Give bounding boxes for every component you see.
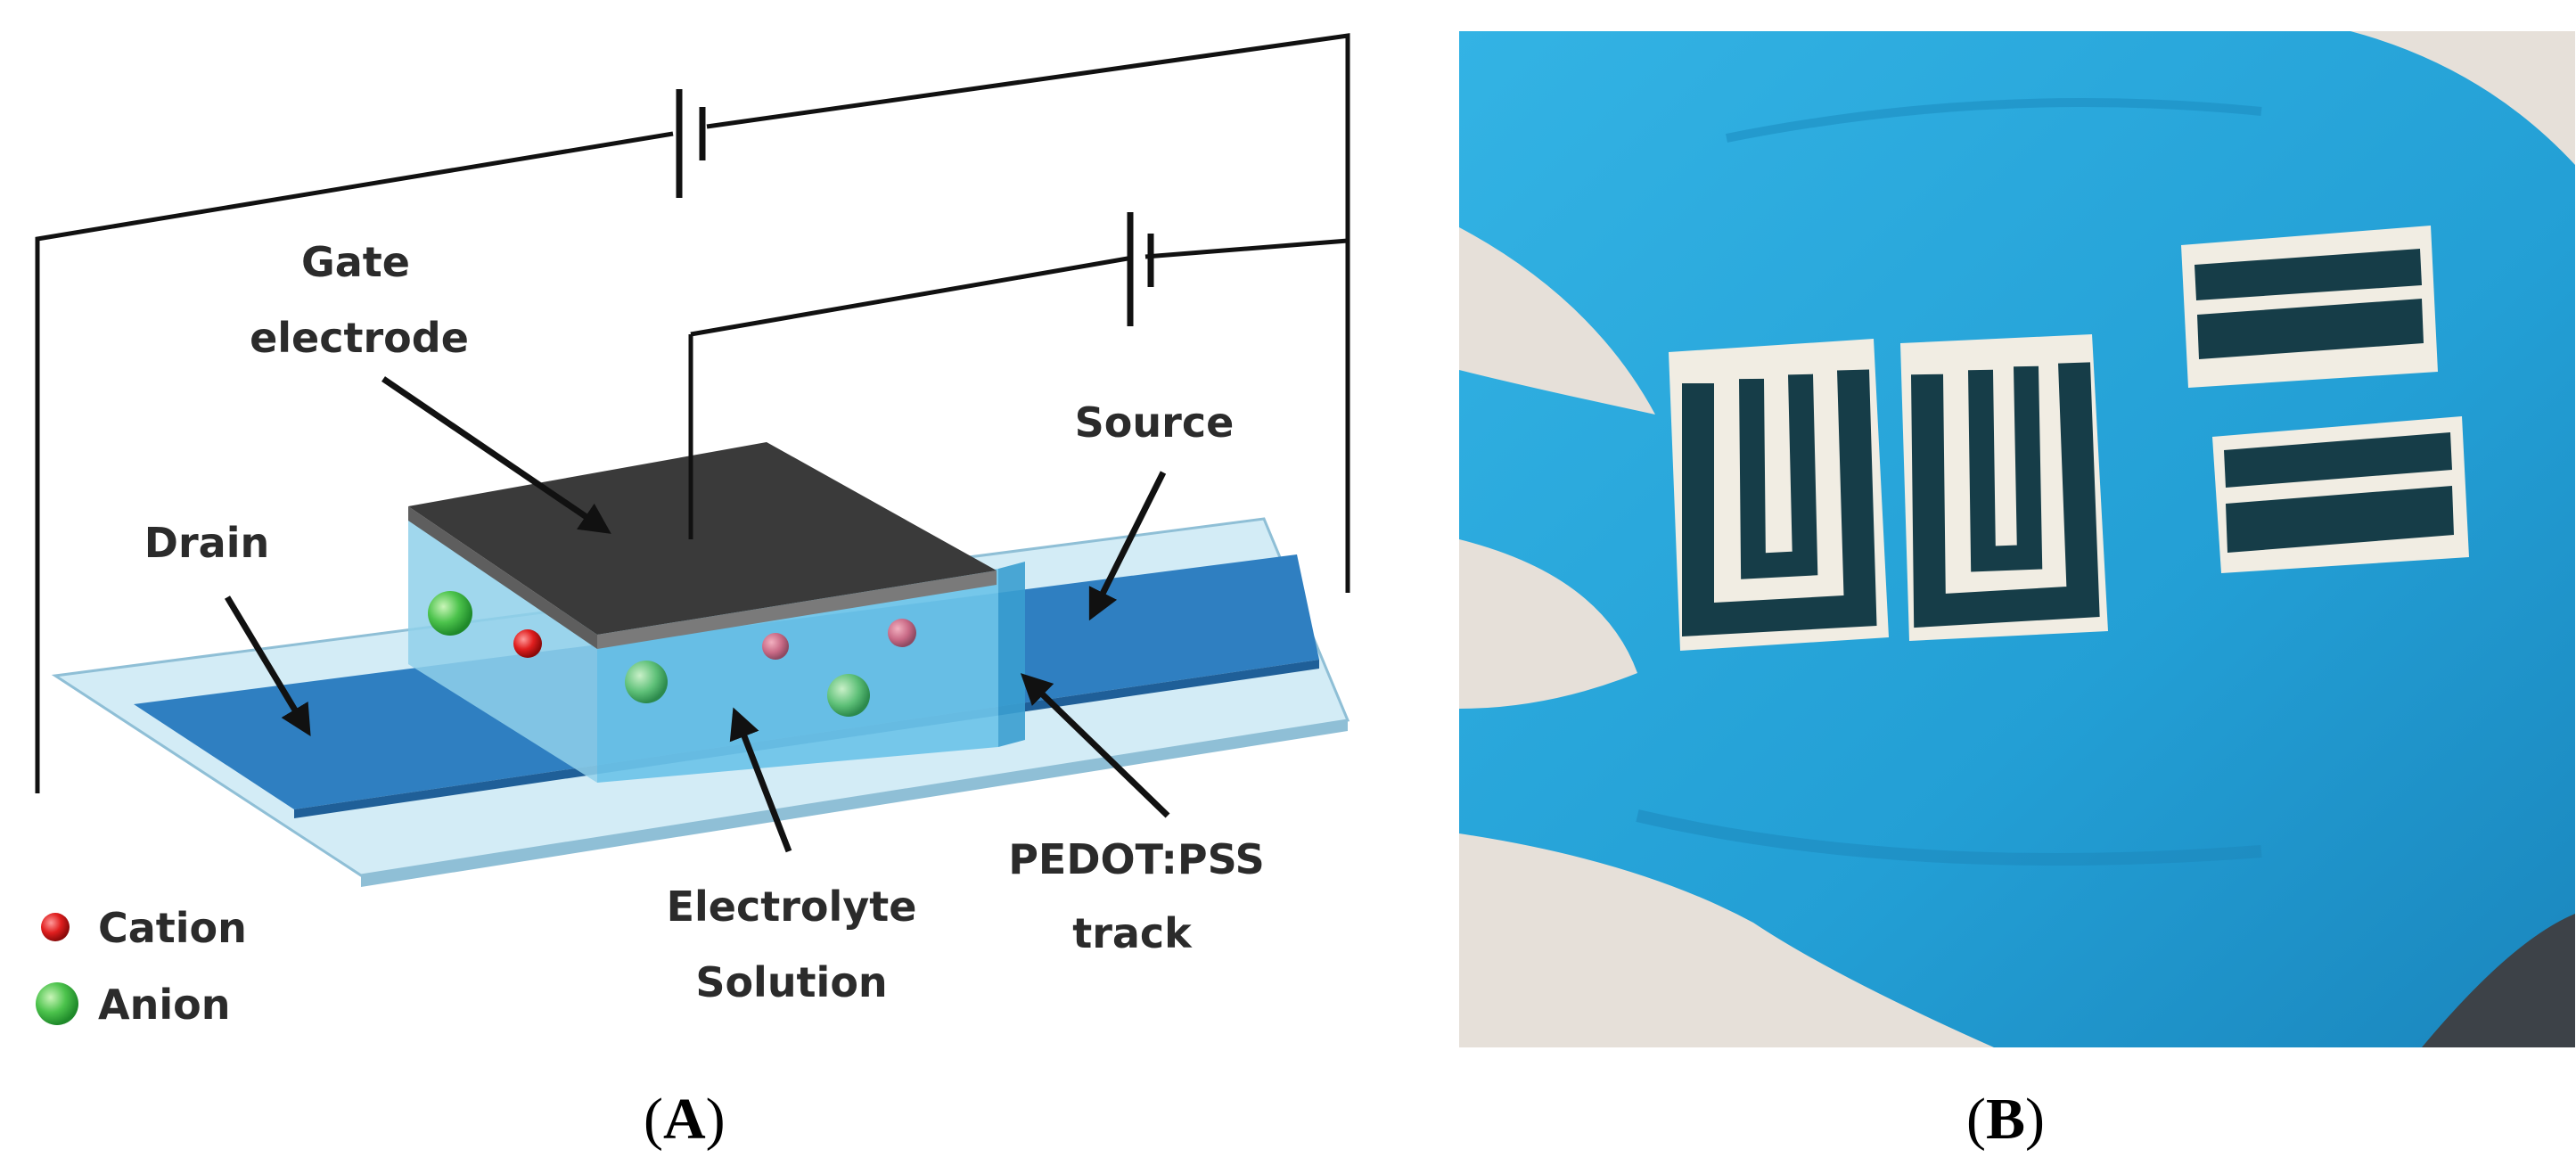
electrolyte-label-line2: Solution: [695, 958, 887, 1006]
glove-photo: [1459, 31, 2575, 1047]
legend-anion-dot: [36, 982, 78, 1025]
anion-ball: [827, 674, 870, 717]
textile-device-u1: [1669, 339, 1889, 651]
caption-b: (B): [1966, 1087, 2045, 1152]
cation-ball: [888, 619, 916, 647]
textile-device-stripes1: [2181, 226, 2438, 388]
cation-ball: [513, 629, 542, 658]
drain-label: Drain: [144, 519, 269, 567]
gate-electrode: [408, 442, 997, 649]
battery-second: [1127, 212, 1154, 326]
anion-ball: [428, 591, 472, 636]
gate-label-line2: electrode: [250, 314, 469, 362]
legend: Cation Anion: [36, 904, 247, 1029]
textile-device-u2: [1900, 334, 2108, 641]
anion-ball: [625, 661, 668, 703]
caption-a: (A): [644, 1087, 726, 1152]
electrolyte-label-line1: Electrolyte: [667, 883, 917, 931]
caption-b-letter: B: [1985, 1087, 2026, 1152]
legend-cation-dot: [41, 913, 70, 941]
legend-cation-label: Cation: [98, 904, 247, 952]
gate-label-line1: Gate: [301, 238, 410, 286]
legend-anion-label: Anion: [98, 981, 230, 1029]
caption-a-letter: A: [662, 1087, 706, 1152]
source-label: Source: [1075, 398, 1235, 447]
ions: [428, 591, 916, 717]
oect-schematic: Gate electrode Source Drain PEDOT:PSS tr…: [35, 33, 1350, 1029]
textile-device-stripes2: [2212, 416, 2469, 573]
battery-top: [676, 89, 706, 198]
cation-ball: [762, 633, 789, 660]
pedot-label-line1: PEDOT:PSS: [1008, 835, 1265, 883]
pedot-label-line2: track: [1072, 909, 1193, 957]
pointer-arrows: [224, 376, 1170, 853]
